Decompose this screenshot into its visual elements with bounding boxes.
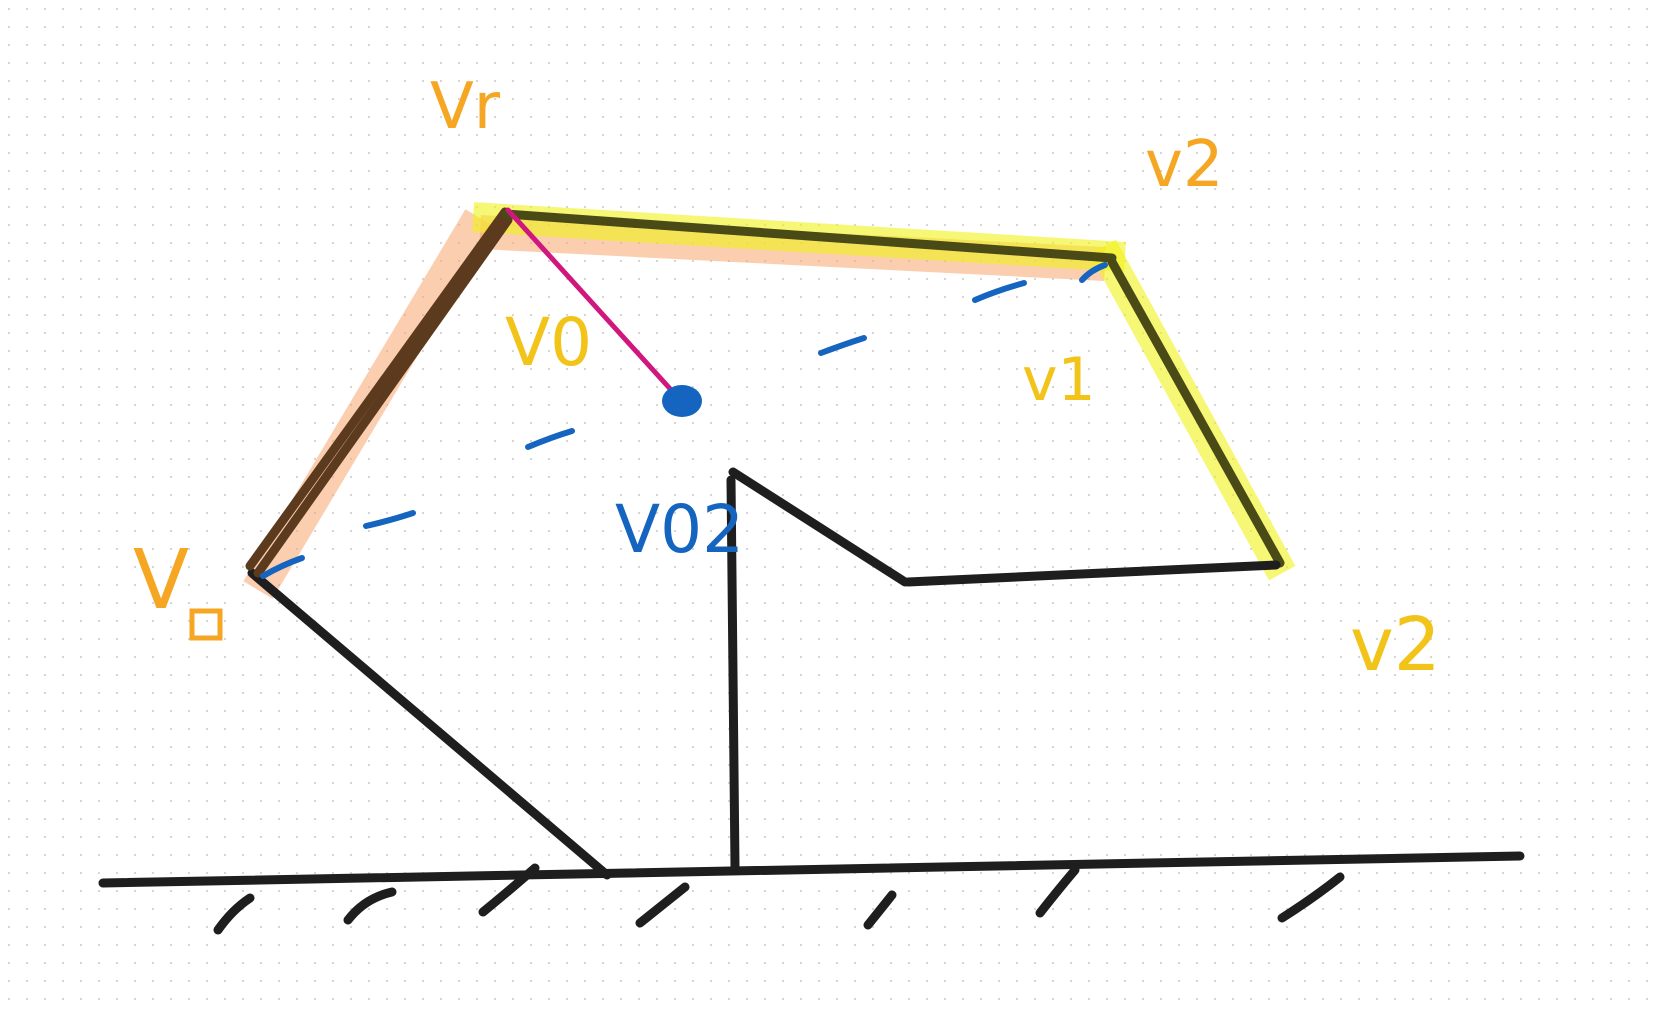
label-v-r-top: Vr — [430, 70, 501, 144]
vertical-post-link — [726, 475, 740, 872]
center-point — [662, 385, 702, 417]
left-leg-link — [247, 568, 612, 880]
ground-hatch-2 — [343, 887, 397, 925]
label-v2-top-right: v2 — [1145, 128, 1224, 202]
ground-hatch-5 — [863, 890, 897, 930]
top-beam-link — [501, 209, 1117, 263]
ground-hatch-1 — [213, 893, 255, 935]
bottom-right-link — [903, 560, 1281, 587]
trajectory-dash-1 — [260, 555, 305, 579]
left-upper-arm-link — [245, 207, 510, 571]
trajectory-dash-2 — [363, 510, 416, 529]
label-v0-inner: V0 — [505, 304, 592, 381]
ground-hatch-3 — [478, 863, 540, 917]
trajectory-dash-5 — [972, 280, 1027, 303]
label-v1-inner: v1 — [1022, 345, 1096, 415]
inner-angle-link — [728, 467, 910, 587]
trajectory-dash-3 — [525, 428, 575, 450]
magenta-link — [505, 207, 676, 395]
ground-hatch-4 — [635, 882, 690, 928]
label-v2-bottom-right: v2 — [1350, 602, 1441, 688]
trajectory-dash-4 — [818, 335, 867, 356]
left-upper-arm-link-inner — [253, 215, 513, 578]
ground-line — [98, 851, 1525, 888]
label-v-square-left: V — [133, 533, 189, 628]
square-marker — [189, 608, 223, 641]
label-v02-center: V02 — [615, 491, 744, 568]
ground-hatch-6 — [1035, 865, 1080, 918]
right-arm-link — [1107, 257, 1285, 568]
trajectory-dash-6 — [1079, 262, 1108, 283]
ground-hatch-7 — [1277, 872, 1345, 923]
